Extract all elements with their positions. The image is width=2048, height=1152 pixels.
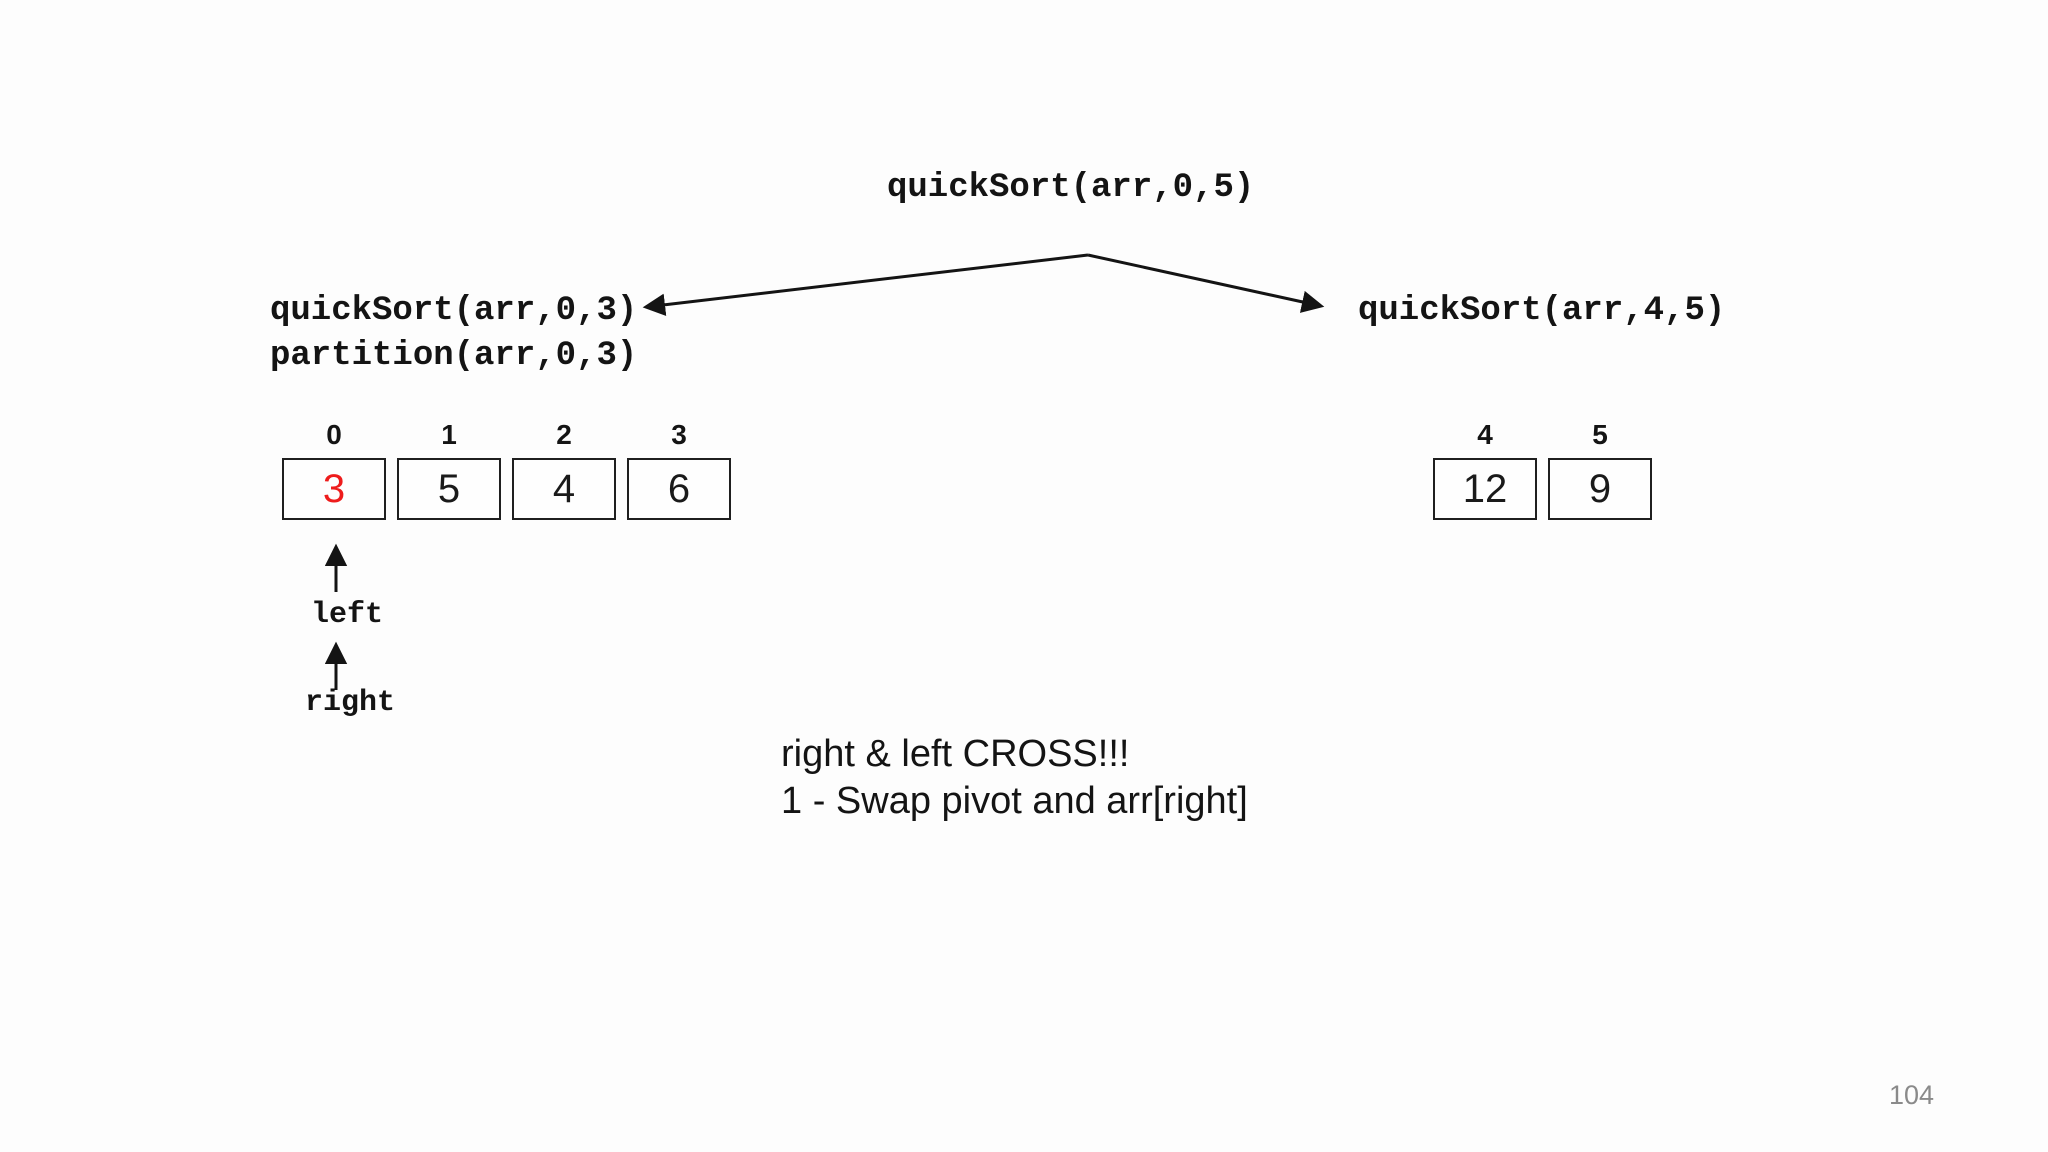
left-subarray-index-row: 0 1 2 3 — [282, 420, 731, 450]
annotation-line-2: 1 - Swap pivot and arr[right] — [781, 780, 1248, 822]
annotation-notes: right & left CROSS!!! 1 - Swap pivot and… — [781, 731, 1248, 825]
right-call-label: quickSort(arr,4,5) — [1358, 292, 1726, 330]
right-subarray: 4 5 12 9 — [1433, 420, 1652, 520]
array-cell: 4 — [512, 458, 616, 520]
left-call-label: quickSort(arr,0,3) — [270, 292, 638, 330]
left-partition-call-label: partition(arr,0,3) — [270, 337, 638, 375]
array-index-label: 4 — [1477, 419, 1493, 450]
right-subarray-index-row: 4 5 — [1433, 420, 1652, 450]
left-pointer-label: left — [311, 598, 384, 632]
right-subarray-cell-row: 12 9 — [1433, 458, 1652, 520]
left-subarray: 0 1 2 3 3 5 4 6 — [282, 420, 731, 520]
array-cell: 12 — [1433, 458, 1537, 520]
array-index-label: 0 — [326, 419, 342, 450]
array-cell: 5 — [397, 458, 501, 520]
annotation-line-1: right & left CROSS!!! — [781, 733, 1130, 775]
array-index-label: 3 — [671, 419, 687, 450]
left-subarray-cell-row: 3 5 4 6 — [282, 458, 731, 520]
array-cell: 9 — [1548, 458, 1652, 520]
array-cell: 6 — [627, 458, 731, 520]
branch-arrow-left-icon — [642, 253, 1089, 316]
array-index-label: 1 — [441, 419, 457, 450]
array-index-label: 2 — [556, 419, 572, 450]
array-cell-pivot: 3 — [282, 458, 386, 520]
right-pointer-label: right — [305, 686, 396, 720]
branch-arrow-right-icon — [1087, 253, 1325, 313]
page-number: 104 — [1889, 1080, 1935, 1110]
root-call-label: quickSort(arr,0,5) — [887, 169, 1255, 207]
array-index-label: 5 — [1592, 419, 1608, 450]
